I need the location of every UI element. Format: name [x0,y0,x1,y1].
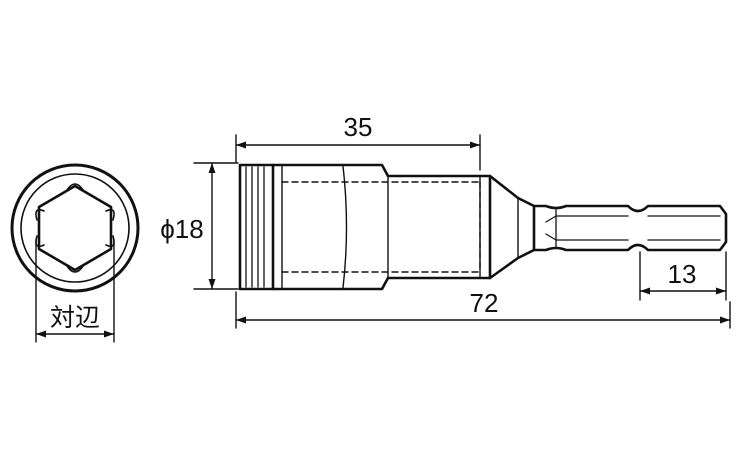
hex-corner-detail [105,208,115,221]
hidden-bore-lines [281,181,481,273]
hex-socket-outline [37,184,113,272]
hex-corner-detail [66,265,84,273]
arrow-head [236,316,246,324]
diameter-label: ϕ18 [160,214,203,244]
neck-taper [488,174,536,280]
hex-corner-detail [35,235,45,248]
length-35-dimension [235,134,481,171]
arrow-head [208,163,216,173]
length-13-dimension [639,251,727,301]
arrow-head [720,316,730,324]
end-view-outer-circle [10,163,140,293]
arrow-head [208,279,216,289]
diameter-dimension [193,162,239,290]
socket-length-label: 35 [344,112,373,142]
across-flats-dimension [35,239,115,343]
hex-shank [532,204,728,252]
across-flats-label: 対辺 [50,304,100,332]
body-curve [342,165,348,289]
hex-corner-detail [105,235,115,248]
length-72-dimension [235,291,731,329]
side-view [238,163,728,291]
shank-chamfer [545,215,557,241]
arrow-head [236,141,246,149]
arrow-head [104,330,114,338]
arrow-head [470,141,480,149]
hex-corner-detail [66,183,84,191]
arrow-head [36,330,46,338]
arrow-head [640,287,650,295]
overall-length-label: 72 [470,288,499,318]
arrow-head [716,287,726,295]
end-view [10,163,140,293]
socket-body [271,163,492,291]
end-view-inner-circle [20,173,130,283]
hex-shank-length-label: 13 [668,259,697,289]
threaded-nose [238,163,275,291]
hex-corner-detail [35,208,45,221]
thread-lines [245,166,265,288]
